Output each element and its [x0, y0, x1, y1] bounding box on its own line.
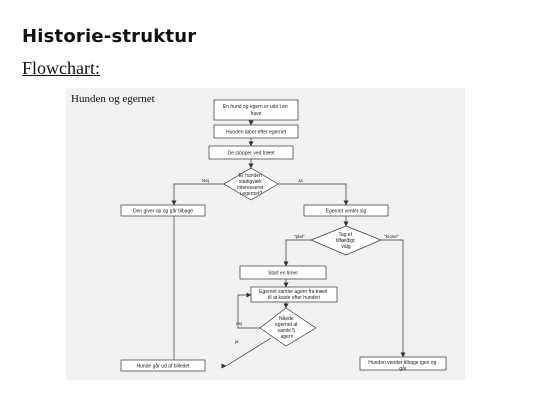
edge-label-no: Nej	[202, 178, 209, 183]
edge-decision-no	[171, 183, 224, 206]
edge-decision-yes	[278, 183, 349, 206]
edge-choice-krone	[381, 239, 406, 358]
node-collect	[250, 286, 338, 303]
flowchart-diagram: Hunden og egernet	[66, 88, 465, 380]
node-dog-returns	[359, 356, 447, 371]
edge-label-plat: "plat"	[294, 234, 305, 239]
flowchart-title: Hunden og egernet	[71, 93, 155, 105]
edge-label-count-no: nej	[236, 321, 242, 326]
node-decision-interest	[223, 167, 279, 201]
edge-count-yes	[225, 337, 272, 367]
node-stop-text: De stopper ved træet	[228, 151, 276, 157]
node-chase-text: Hunden løber efter egernet	[226, 130, 287, 136]
edge-giveup-leave	[173, 216, 202, 369]
node-decision-count	[259, 307, 317, 347]
node-start	[213, 99, 299, 121]
edge-label-krone: "krone"	[384, 234, 399, 239]
node-collect-text: Egernet samler agern fra træet til at ka…	[259, 289, 329, 301]
node-start-text: En hund og egern er ude i en have	[223, 104, 289, 117]
node-decision-count-text: Nåede egernet at samle 5 agern	[275, 315, 299, 340]
flowchart-svg: Hunden og egernet	[71, 93, 447, 372]
node-timer-text: Start en timer	[268, 271, 298, 277]
node-stop	[208, 145, 294, 160]
edge-count-no	[237, 292, 260, 329]
node-decision-choice-text: Tag et tilfældigt valg	[336, 232, 356, 250]
node-squirrel-stays	[303, 204, 389, 217]
flowchart-nodes	[120, 99, 447, 372]
node-give-up	[120, 204, 206, 217]
story-structure-heading: Historie-struktur	[22, 26, 197, 47]
node-dog-leaves-text: Hunde går ud af billedet	[136, 363, 190, 370]
flowchart-subheading: Flowchart:	[22, 58, 100, 78]
node-chase	[213, 124, 299, 139]
node-decision-choice	[310, 225, 382, 256]
node-give-up-text: Den giver op og går tilbage	[133, 208, 193, 215]
edge-label-yes: Ja	[298, 178, 303, 183]
node-dog-leaves	[120, 359, 206, 372]
node-timer	[239, 265, 327, 280]
edge-label-count-yes: ja	[234, 339, 239, 344]
node-dog-returns-text: Hunden vender tilbage igen og går	[368, 360, 438, 372]
node-squirrel-stays-text: Egernet venter sig	[326, 209, 367, 215]
node-decision-interest-text: Er hunden stadigvæk interesseret i egern…	[237, 173, 265, 197]
edge-choice-plat	[283, 239, 311, 267]
